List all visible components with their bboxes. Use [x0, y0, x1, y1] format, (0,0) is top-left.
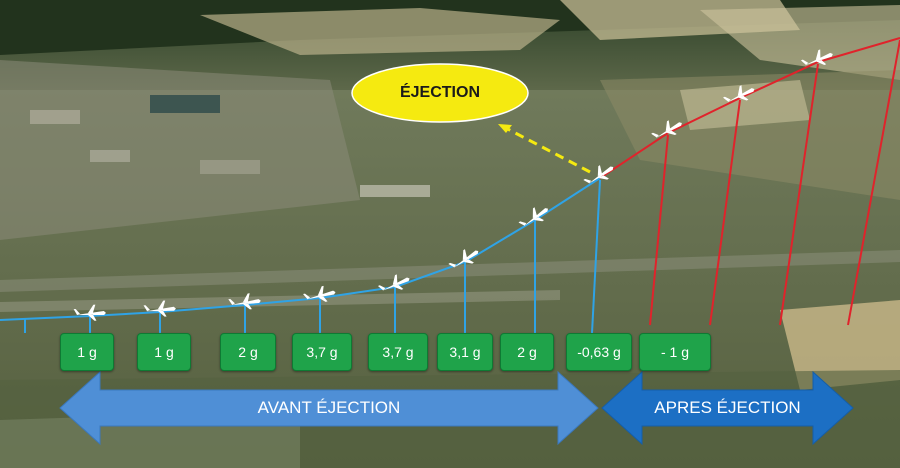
jet-aircraft-icon	[377, 274, 410, 291]
load-factor-box-7: 2 g	[500, 333, 554, 371]
load-factor-box-6: 3,1 g	[437, 333, 493, 371]
after-ejection-label: APRES ÉJECTION	[654, 398, 801, 417]
jet-aircraft-icon	[303, 285, 336, 302]
before-ejection-arrow	[59, 370, 599, 446]
drop-line-12	[779, 63, 819, 326]
load-factor-box-3: 2 g	[220, 333, 276, 371]
load-factor-box-9: - 1 g	[639, 333, 711, 371]
drop-line-11	[709, 99, 741, 326]
trajectory-before-ejection	[0, 177, 601, 321]
jet-aircraft-icon	[722, 85, 755, 103]
drop-line-9	[591, 179, 601, 334]
jet-aircraft-icon	[800, 49, 833, 66]
ejection-callout-ellipse	[351, 63, 529, 123]
jet-aircraft-icon	[143, 300, 176, 317]
load-factor-box-8: -0,63 g	[566, 333, 632, 371]
ejection-callout-label: ÉJECTION	[399, 84, 480, 101]
jet-aircraft-icon	[448, 249, 479, 268]
jet-aircraft-icon	[583, 165, 614, 184]
before-ejection-label: AVANT ÉJECTION	[257, 398, 401, 417]
jet-aircraft-icon	[73, 304, 106, 321]
load-factor-box-4: 3,7 g	[292, 333, 352, 371]
drop-line-10	[649, 134, 669, 326]
ejection-path-dashed	[499, 123, 591, 174]
drop-line-13	[847, 39, 900, 326]
ejection-path-arrowhead	[498, 124, 512, 133]
jet-aircraft-icon	[228, 293, 261, 310]
jet-aircraft-icon	[518, 207, 548, 227]
trajectory-after-ejection	[599, 37, 900, 179]
load-factor-box-5: 3,7 g	[368, 333, 428, 371]
load-factor-box-1: 1 g	[60, 333, 114, 371]
load-factor-box-2: 1 g	[137, 333, 191, 371]
after-ejection-arrow	[601, 370, 854, 446]
jet-aircraft-icon	[651, 120, 682, 138]
